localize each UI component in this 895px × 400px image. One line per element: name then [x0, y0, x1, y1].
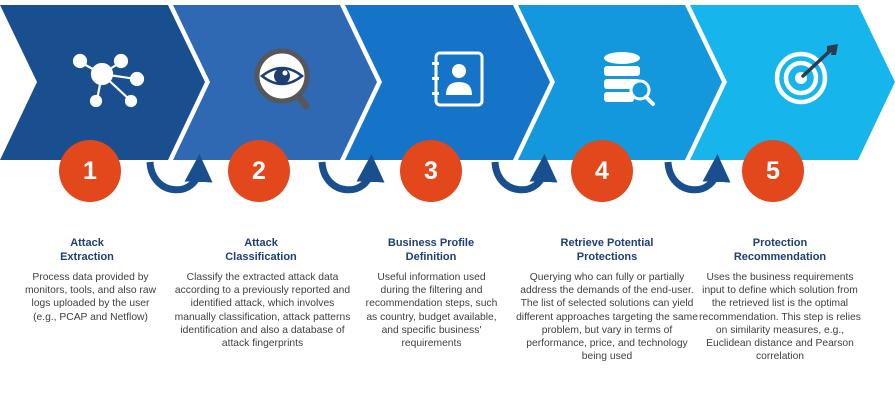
step-description-3: Useful information used during the filte… [365, 272, 498, 350]
step-description-4: Querying who can fully or partially addr… [516, 272, 698, 363]
connector-arrow-4-5 [664, 154, 731, 194]
connector-arrow-3-4 [491, 154, 558, 194]
database-search-icon [604, 52, 655, 106]
step-number-badge-1: 1 [59, 140, 121, 202]
eye-magnifier-icon [254, 48, 310, 110]
step-title-4: Retrieve Potential Protections [560, 237, 654, 263]
contact-book-icon [432, 51, 484, 107]
step-number-badge-3: 3 [400, 140, 462, 202]
step-title-2: Attack Classification [225, 237, 297, 263]
step-title-3: Business Profile Definition [387, 237, 475, 263]
step-description-5: Uses the business requirements input to … [699, 272, 861, 363]
step-description-1: Process data provided by monitors, tools… [24, 272, 157, 323]
connector-arrow-2-3 [318, 154, 385, 194]
step-number-badge-4: 4 [571, 140, 633, 202]
step-number-badge-5: 5 [742, 140, 804, 202]
network-nodes-icon [72, 53, 145, 108]
step-title-5: Protection Recommendation [733, 237, 827, 263]
connector-arrow-1-2 [146, 154, 213, 194]
chevron-step-5 [690, 5, 895, 160]
step-number-badge-2: 2 [228, 140, 290, 202]
chevron-step-3 [345, 5, 550, 160]
step-title-1: Attack Extraction [60, 237, 114, 263]
step-description-2: Classify the extracted attack data accor… [174, 272, 351, 350]
target-dart-icon [774, 44, 838, 105]
